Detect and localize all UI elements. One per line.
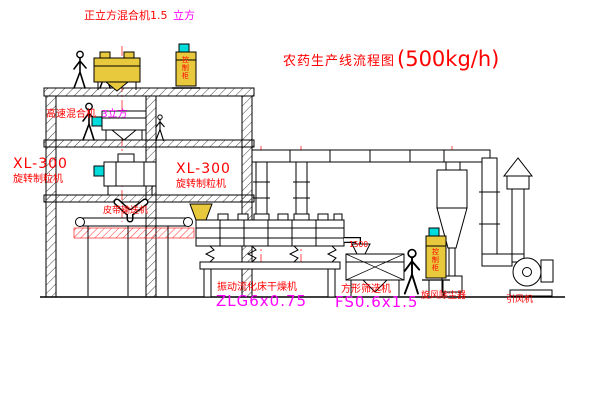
control-cabinet-right-unit [422,227,450,296]
stack-body [511,188,525,255]
label-cube-mixer: 正立方混合机1.5 立方 [84,10,195,22]
diagram-title-text: 农药生产线流程图 [283,53,396,69]
sifter-discharge-cone [361,279,389,293]
floor-slab-mid [43,139,255,148]
cyclone-separator [436,161,468,296]
label-dryer-model: ZLG6x0.75 [216,292,308,310]
fan-motor [540,259,554,283]
dryer-leg [203,268,212,298]
belt-conveyor-unit [75,217,193,296]
cyclone-inlet [445,161,461,171]
exhaust-stack [502,157,534,255]
vibration-spring [204,245,215,263]
cyclone-cylinder [436,169,468,209]
cabinet-lamp [178,43,190,53]
vibration-spring [288,245,299,263]
label-granulator-mid: XL-300 旋转制粒机 [176,162,231,190]
diagram-title-capacity: (500kg/h) [397,47,500,71]
exhaust-riser-pipes [253,161,310,221]
label-cube-mixer-volume: 立方 [173,9,195,22]
exhaust-duct [251,149,491,163]
label-cyclone: 旋风除尘器 [421,291,467,301]
label-granulator-left-model: XL-300 [13,156,68,172]
cyclone-drop-pipe [448,247,456,277]
cabinet-lamp [428,227,440,237]
label-granulator-left-name: 旋转制粒机 [13,173,63,185]
downcomer-duct [479,157,513,267]
label-sifter-model: FS0.6x1.5 [335,293,419,311]
fan-hub [522,267,532,277]
label-cube-mixer-name: 正立方混合机1.5 [84,9,168,22]
cyclone-cone [436,207,468,249]
label-granulator-mid-name: 旋转制粒机 [176,178,226,190]
label-dryer-name: 振动流化床干燥机 [217,282,297,293]
worker-icon [403,248,421,295]
conveyor-pulley [183,217,193,227]
mixer-port [123,51,135,59]
label-granulator-left: XL-300 旋转制粒机 [13,157,68,185]
vibration-spring [326,245,337,263]
conveyor-foundation-hatch [73,227,195,239]
dryer-body [195,219,345,247]
granulator-body [103,161,157,187]
granulator-motor [93,165,105,177]
mixer-discharge-cone [104,81,130,92]
granulator-hopper [117,153,135,163]
rotary-granulator [93,153,157,195]
high-speed-mixer-unit [91,110,147,141]
induced-draft-fan [509,253,554,297]
label-sifter-dimension: 1500 [349,240,369,249]
label-high-speed-mixer-name: 高速混合机 [46,109,96,120]
y-chute-pipe [113,198,149,223]
mixer-cone [110,129,138,141]
worker-icon [155,114,165,142]
control-cabinet-top-unit [172,43,200,89]
conveyor-pulley [75,217,85,227]
fluid-bed-dryer [195,213,345,298]
label-high-speed-mixer: 高速混合机 3立方 [46,109,128,121]
vibration-spring [246,245,257,263]
label-cabinet-top: 控制柜 [181,56,190,80]
stack-cap-body [506,175,530,190]
building-frame [43,87,255,298]
square-sifter-unit [344,237,405,296]
label-sifter-name: 方形筛选机 [341,284,391,295]
stack-rain-cap [502,157,534,177]
worker-icon [73,50,87,89]
diagram-title: 农药生产线流程图 (500kg/h) [283,47,499,71]
label-cabinet-right: 控制柜 [431,248,440,272]
floor-slab-top [43,87,255,97]
mixer-body [93,57,141,83]
label-high-speed-mixer-volume: 3立方 [101,109,128,120]
dryer-leg [327,268,336,298]
label-granulator-mid-model: XL-300 [176,161,231,177]
label-belt-conveyor: 皮带输送机 [103,206,149,216]
mixer-port [99,51,111,59]
fan-base [509,289,553,297]
dryer-base [199,261,341,270]
label-fan: 引风机 [506,295,534,305]
dryer-feed-hopper [189,203,213,221]
cube-mixer [93,51,141,92]
floor-slab-low [43,194,255,203]
